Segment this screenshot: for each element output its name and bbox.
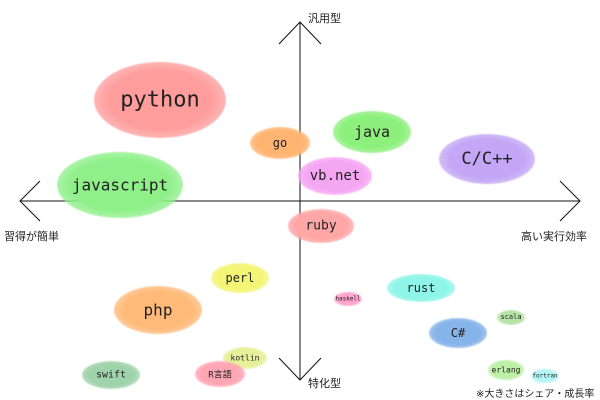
axis-label-left: 習得が簡単 xyxy=(4,230,59,243)
bubble-haskell xyxy=(334,292,362,306)
down-arrow-icon xyxy=(278,357,322,381)
bubble-python xyxy=(94,62,226,138)
bubble-label-javascript: javascript xyxy=(71,175,169,195)
bubble-ruby xyxy=(288,209,354,243)
bubble-label-vb-net: vb.net xyxy=(309,168,361,184)
bubble-label-ruby: ruby xyxy=(305,218,337,234)
bubble-javascript xyxy=(57,152,183,218)
bubble-label-r: R言語 xyxy=(208,370,232,381)
bubble-label-perl: perl xyxy=(225,271,255,285)
bubble-vb-net xyxy=(298,157,372,195)
bubble-php xyxy=(114,286,202,334)
bubble-label-haskell: haskell xyxy=(335,295,361,303)
bubble-label-erlang: erlang xyxy=(491,365,521,375)
left-arrow-icon xyxy=(19,180,41,222)
bubble-label-kotlin: kotlin xyxy=(230,353,260,363)
bubble-scala xyxy=(497,309,525,325)
bubble-label-swift: swift xyxy=(95,369,127,381)
bubble-label-fortran: fortran xyxy=(532,372,558,380)
bubble-r xyxy=(195,361,245,387)
bubble-label-php: php xyxy=(143,300,173,320)
bubble-c xyxy=(429,318,487,348)
axis-label-top: 汎用型 xyxy=(308,12,341,25)
bubble-c-c xyxy=(439,134,535,184)
bubble-rust xyxy=(387,274,455,302)
bubble-label-java: java xyxy=(353,123,391,141)
bubble-label-c: C# xyxy=(450,326,466,340)
bubble-java xyxy=(333,111,411,153)
bubble-fortran xyxy=(531,369,559,383)
bubble-label-scala: scala xyxy=(500,313,522,321)
bubble-perl xyxy=(211,263,269,293)
bubble-erlang xyxy=(488,360,524,380)
bubble-label-python: python xyxy=(120,87,200,113)
bubble-label-c-c: C/C++ xyxy=(461,149,513,169)
right-arrow-icon xyxy=(559,180,581,222)
bubble-label-go: go xyxy=(272,136,288,150)
bubble-label-rust: rust xyxy=(406,281,436,295)
axis-label-right: 高い実行効率 xyxy=(521,230,587,243)
size-note: ※大きさはシェア・成長率 xyxy=(476,389,595,400)
bubble-swift xyxy=(82,361,140,389)
up-arrow-icon xyxy=(278,21,322,45)
bubble-go xyxy=(250,127,310,159)
axis-label-bottom: 特化型 xyxy=(308,377,341,390)
